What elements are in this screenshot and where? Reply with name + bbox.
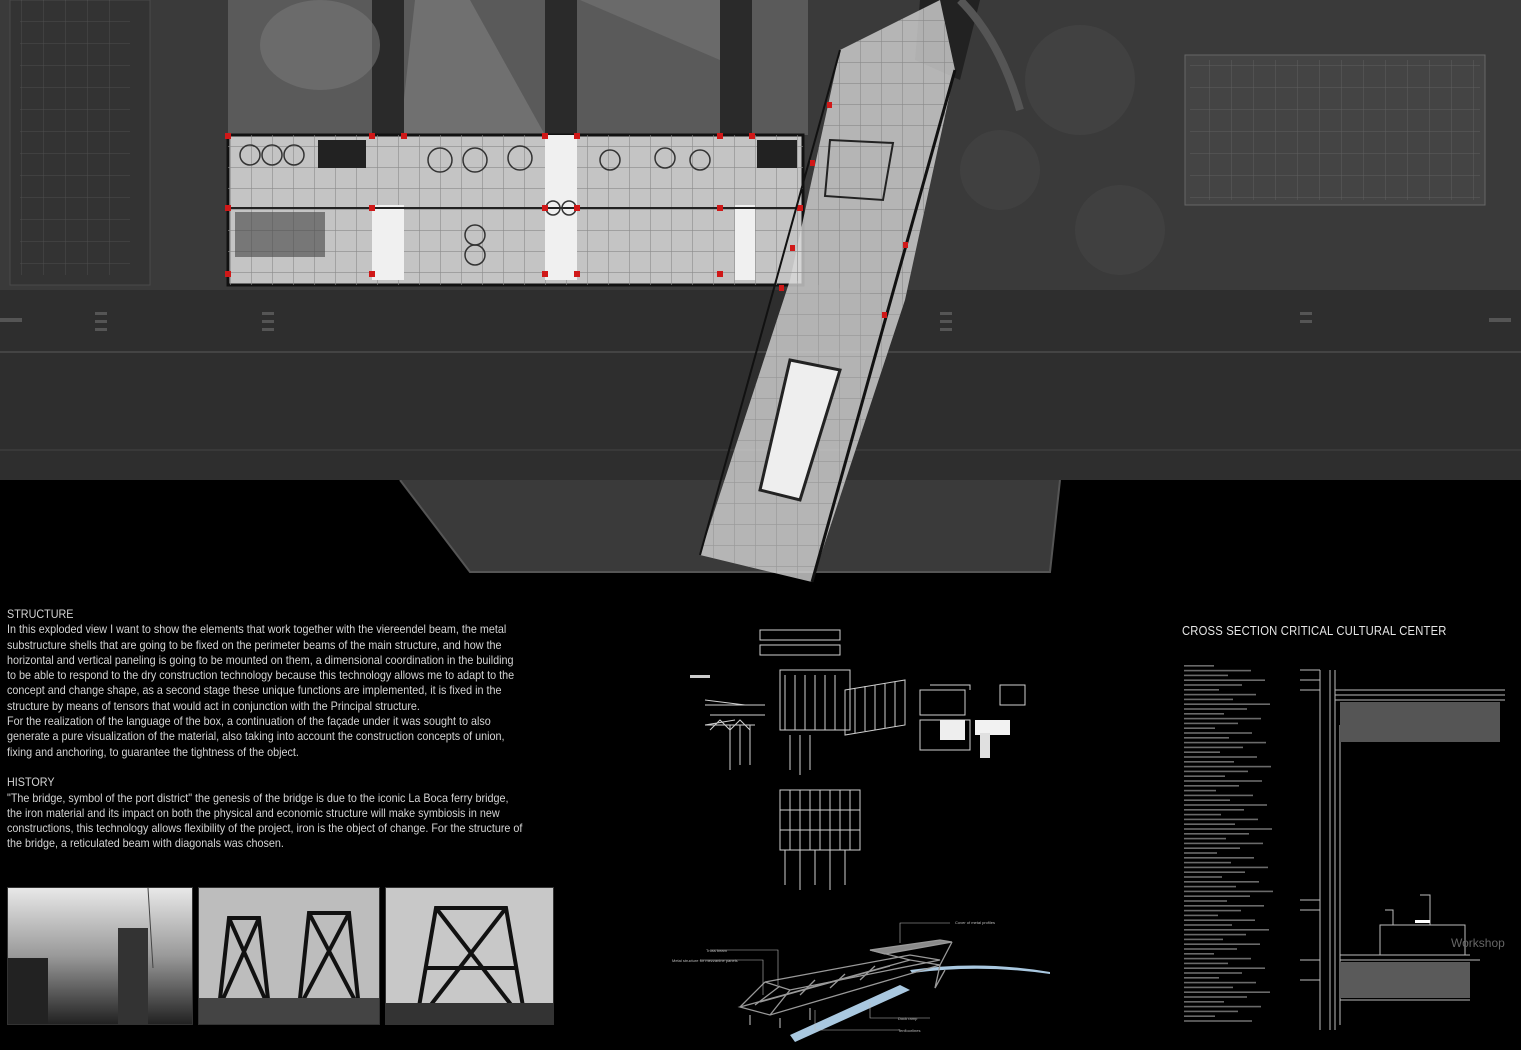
legend-line: [1184, 986, 1233, 989]
bridge-axonometric: [700, 922, 1050, 1042]
legend-line: [1184, 866, 1268, 869]
exploded-axonometric: [690, 629, 1026, 890]
label-cover: Cover of metal profiles: [955, 920, 996, 925]
legend-line: [1184, 837, 1226, 840]
legend-line: [1184, 895, 1250, 897]
legend-line: [1184, 900, 1227, 902]
legend-line: [1184, 852, 1217, 854]
legend-line: [1184, 962, 1228, 965]
legend-line: [1184, 905, 1264, 907]
legend-line: [1184, 909, 1241, 912]
legend-line: [1184, 809, 1244, 811]
legend-line: [1184, 842, 1263, 845]
waterfront-edge: [399, 479, 1061, 573]
legend-line: [1184, 756, 1257, 758]
legend-line: [1184, 1015, 1215, 1017]
legend-line: [1184, 991, 1270, 993]
legend-line: [1184, 813, 1221, 816]
legend-line: [1184, 799, 1230, 801]
legend-line: [1184, 665, 1214, 667]
legend-line: [1184, 703, 1270, 705]
legend-line: [1184, 713, 1224, 715]
legend-line: [1184, 804, 1267, 806]
legend-line: [1184, 881, 1259, 883]
legend-line: [1184, 847, 1240, 849]
legend-line: [1184, 871, 1245, 873]
legend-line: [1184, 1010, 1238, 1013]
cross-section-title: CROSS SECTION CRITICAL CULTURAL CENTER: [1182, 624, 1447, 638]
legend-line: [1184, 823, 1235, 825]
legend-line: [1184, 751, 1220, 753]
legend-line: [1184, 818, 1258, 821]
legend-line: [1184, 957, 1251, 960]
legend-line: [1184, 785, 1239, 787]
legend-line: [1184, 679, 1265, 681]
legend-line: [1184, 717, 1261, 720]
legend-line: [1184, 981, 1256, 984]
legend-line: [1184, 929, 1269, 931]
legend-line: [1184, 770, 1248, 773]
legend-line: [1184, 669, 1251, 672]
legend-line: [1184, 914, 1218, 917]
label-mezzanine: Metal structure for mezzanine panels: [672, 958, 738, 963]
legend-line: [1184, 876, 1222, 878]
legend-line: [1184, 828, 1272, 830]
historic-photo-3: [385, 887, 554, 1025]
legend-line: [1184, 953, 1214, 955]
legend-line: [1184, 919, 1255, 921]
legend-line: [1184, 948, 1237, 950]
legend-line: [1184, 689, 1219, 691]
history-paragraph: "The bridge, symbol of the port district…: [7, 791, 523, 851]
legend-line: [1184, 924, 1232, 926]
legend-line: [1184, 674, 1228, 677]
legend-line: [1184, 938, 1223, 941]
legend-line: [1184, 746, 1243, 749]
legend-line: [1184, 761, 1234, 763]
legend-line: [1184, 727, 1215, 729]
columns: [225, 133, 803, 277]
structure-paragraph-1: In this exploded view I want to show the…: [7, 623, 515, 713]
history-heading: HISTORY: [7, 776, 55, 790]
legend-line: [1184, 789, 1216, 792]
legend-line: [1184, 708, 1247, 710]
dock-ramp-shape: [790, 985, 910, 1042]
legend-line: [1184, 1020, 1252, 1022]
cross-section-drawing: [1184, 665, 1505, 1030]
legend-line: [1184, 741, 1266, 744]
label-truss: Truss beam: [706, 948, 727, 953]
legend-line: [1184, 1001, 1224, 1003]
legend-line: [1184, 780, 1262, 782]
legend-line: [1184, 722, 1238, 725]
legend-line: [1184, 698, 1233, 701]
legend-line: [1184, 885, 1236, 888]
structure-paragraph-2: For the realization of the language of t…: [7, 715, 505, 759]
legend-line: [1184, 890, 1273, 893]
legend-line: [1184, 684, 1242, 686]
legend-line: [1184, 693, 1256, 696]
legend-line: [1184, 737, 1229, 739]
label-other: Tenfloorlines: [898, 1028, 921, 1033]
legend-line: [1184, 732, 1252, 734]
legend-line: [1184, 861, 1231, 864]
structure-heading: STRUCTURE: [7, 608, 74, 621]
legend-line: [1184, 775, 1225, 777]
legend-line: [1184, 833, 1249, 835]
legend-line: [1184, 943, 1260, 945]
legend-line: [1184, 794, 1253, 797]
label-dock: Dock ramp: [898, 1016, 918, 1021]
cross-section-legend: [1184, 665, 1273, 1022]
historic-photo-2: [198, 887, 380, 1025]
legend-line: [1184, 996, 1247, 998]
workshop-label: Workshop: [1451, 936, 1505, 950]
site-plan: [0, 0, 1521, 583]
legend-line: [1184, 857, 1254, 859]
legend-line: [1184, 933, 1246, 936]
legend-line: [1184, 765, 1271, 768]
legend-line: [1184, 977, 1219, 979]
legend-line: [1184, 1005, 1261, 1008]
legend-line: [1184, 972, 1242, 974]
structure-text: STRUCTURE In this exploded view I want t…: [7, 607, 523, 852]
legend-line: [1184, 967, 1265, 969]
historic-photo-1: [7, 887, 193, 1025]
